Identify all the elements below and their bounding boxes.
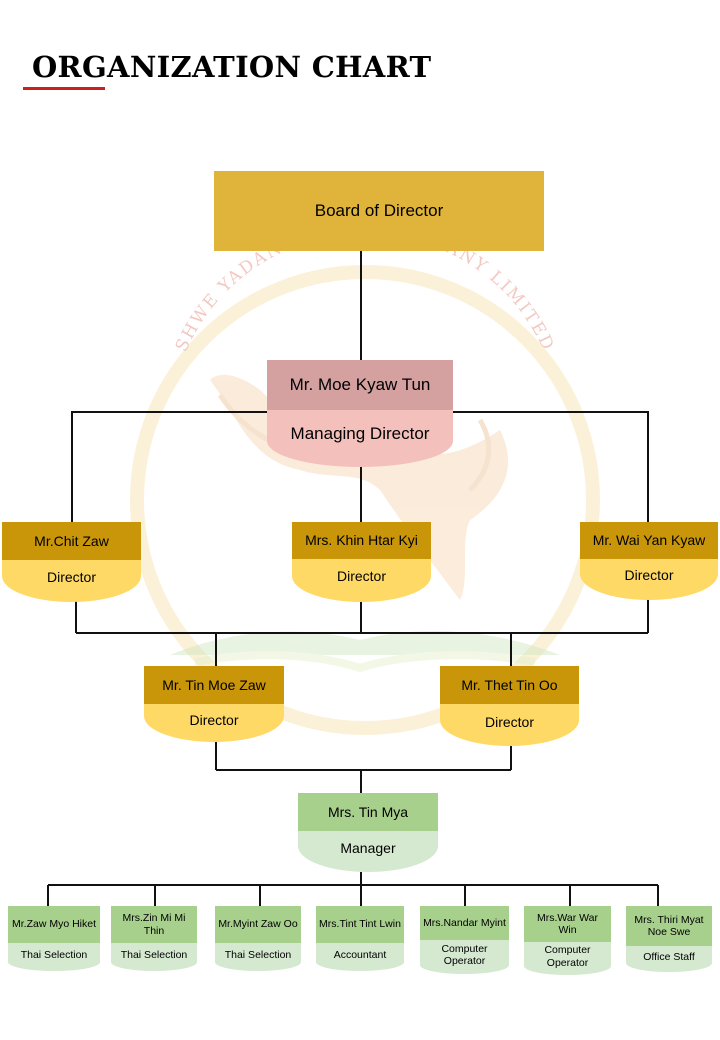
director-node-tin-moe-zaw: Mr. Tin Moe Zaw Director [144,666,284,742]
staff-name: Mrs. Thiri Myat Noe Swe [626,906,712,946]
staff-role: Thai Selection [111,943,197,971]
staff-node: Mrs.War War Win Computer Operator [524,906,611,975]
director-node-thet-tin-oo: Mr. Thet Tin Oo Director [440,666,579,746]
director-name: Mrs. Khin Htar Kyi [292,522,431,559]
staff-node: Mrs.Nandar Myint Computer Operator [420,906,509,974]
managing-director-node: Mr. Moe Kyaw Tun Managing Director [267,360,453,467]
staff-role: Office Staff [626,946,712,972]
staff-role: Computer Operator [524,942,611,975]
staff-role: Thai Selection [215,943,301,971]
director-name: Mr. Tin Moe Zaw [144,666,284,704]
director-role: Director [144,704,284,742]
managing-director-role: Managing Director [267,410,453,467]
connector-md-right [453,411,649,522]
director-name: Mr. Thet Tin Oo [440,666,579,704]
director-role: Director [292,559,431,602]
director-node-chit-zaw: Mr.Chit Zaw Director [2,522,141,602]
manager-name: Mrs. Tin Mya [298,793,438,831]
board-of-director-box: Board of Director [214,171,544,251]
director-name: Mr. Wai Yan Kyaw [580,522,718,559]
staff-role: Accountant [316,943,404,971]
director-role: Director [440,704,579,746]
staff-node: Mr.Zaw Myo Hiket Thai Selection [8,906,100,971]
board-label: Board of Director [314,201,444,220]
staff-name: Mr.Myint Zaw Oo [215,906,301,943]
staff-name: Mrs.Tint Tint Lwin [316,906,404,943]
staff-role: Thai Selection [8,943,100,971]
managing-director-name: Mr. Moe Kyaw Tun [267,360,453,410]
staff-name: Mr.Zaw Myo Hiket [8,906,100,943]
director-node-wai-yan-kyaw: Mr. Wai Yan Kyaw Director [580,522,718,600]
staff-node: Mrs. Thiri Myat Noe Swe Office Staff [626,906,712,972]
connector-md-left [71,411,267,522]
director-role: Director [2,560,141,602]
staff-node: Mrs.Zin Mi Mi Thin Thai Selection [111,906,197,971]
director-role: Director [580,559,718,600]
staff-name: Mrs.Zin Mi Mi Thin [111,906,197,943]
director-name: Mr.Chit Zaw [2,522,141,560]
staff-node: Mrs.Tint Tint Lwin Accountant [316,906,404,971]
staff-name: Mrs.Nandar Myint [420,906,509,940]
hills-icon [170,631,560,673]
staff-name: Mrs.War War Win [524,906,611,942]
title-underline [23,87,105,90]
staff-node: Mr.Myint Zaw Oo Thai Selection [215,906,301,971]
page-title: ORGANIZATION CHART [32,50,432,84]
manager-node: Mrs. Tin Mya Manager [298,793,438,872]
manager-role: Manager [298,831,438,872]
staff-role: Computer Operator [420,940,509,974]
director-node-khin-htar-kyi: Mrs. Khin Htar Kyi Director [292,522,431,602]
